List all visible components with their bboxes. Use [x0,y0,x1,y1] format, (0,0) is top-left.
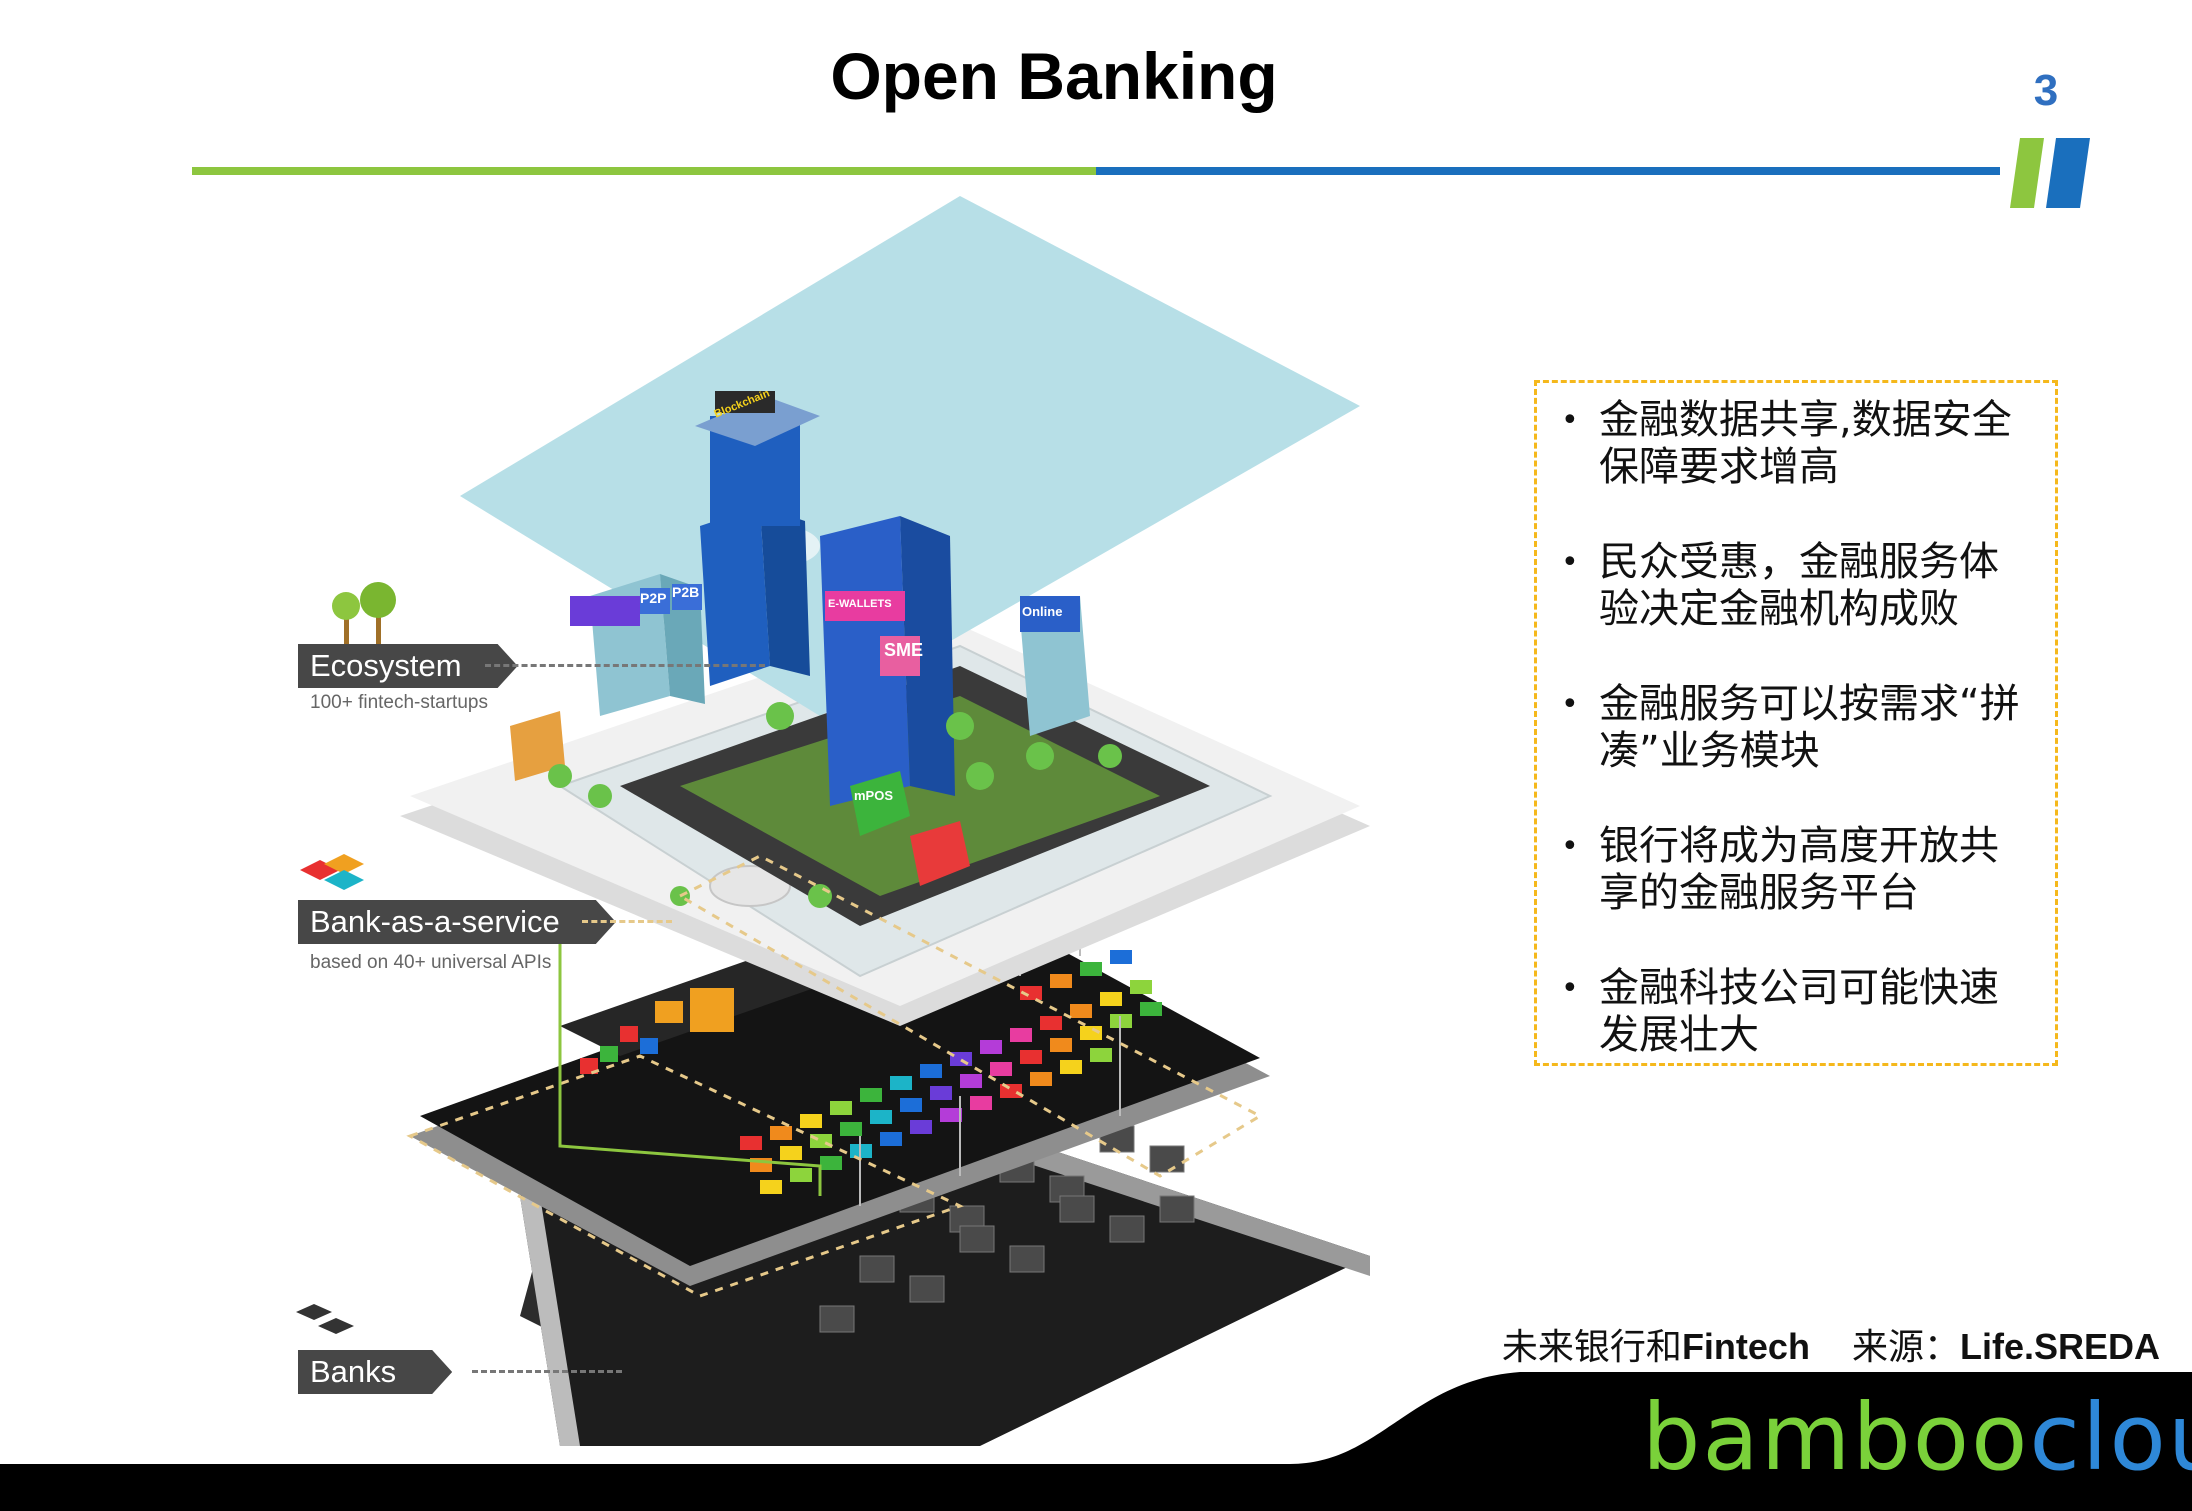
sign-e-wallets: E-WALLETS [828,598,892,610]
list-item: 金融科技公司可能快速发展壮大 [1557,965,2037,1059]
sign-sme: SME [884,640,924,660]
trees-icon [332,582,396,644]
book-title-prefix: 未来银行和 [1501,1327,1682,1368]
slide-title: Open Banking [830,39,1278,113]
layer-label-ecosystem: Ecosystem [298,644,518,688]
layer-sub-bank-as-a-service: based on 40+ universal APIs [310,952,552,973]
key-points-list: 金融数据共享,数据安全保障要求增高 民众受惠，金融服务体验决定金融机构成败 金融… [1557,397,2037,1059]
slash-bars-icon [2010,138,2090,208]
baas-connector [582,920,672,923]
open-banking-illustration [400,196,1370,1446]
sign-p2b: P2B [672,584,700,600]
source-label: 来源： [1851,1327,1960,1368]
list-item: 银行将成为高度开放共享的金融服务平台 [1557,823,2037,917]
banks-connector [472,1370,622,1373]
ecosystem-connector [485,664,765,667]
layer-label-bank-as-a-service: Bank-as-a-service [298,900,616,944]
list-item: 民众受惠，金融服务体验决定金融机构成败 [1557,539,2037,633]
list-item: 金融数据共享,数据安全保障要求增高 [1557,397,2037,491]
puzzle-blocks-icon [300,854,364,890]
footer-band [0,1372,2192,1511]
page-number: 3 [2033,66,2059,115]
sign-mpos: mPOS [854,788,894,803]
sign-p2p: P2P [640,590,667,606]
header-rule-green [192,167,1096,175]
sign-online: Online [1022,604,1063,619]
bank-blocks-icon [296,1304,354,1334]
layer-sub-ecosystem: 100+ fintech-startups [310,692,488,713]
book-title-bold: Fintech [1681,1326,1810,1367]
source-name: Life.SREDA [1959,1326,2160,1367]
key-points-callout: 金融数据共享,数据安全保障要求增高 民众受惠，金融服务体验决定金融机构成败 金融… [1534,380,2058,1066]
list-item: 金融服务可以按需求“拼凑”业务模块 [1557,681,2037,775]
header-rule-blue [1096,167,2000,175]
source-citation: 未来银行和Fintech 来源：Life.SREDA [1470,1318,2160,1370]
layer-label-banks: Banks [298,1350,452,1394]
bamboocloud-logo: bamboocloud [1642,1384,2192,1491]
